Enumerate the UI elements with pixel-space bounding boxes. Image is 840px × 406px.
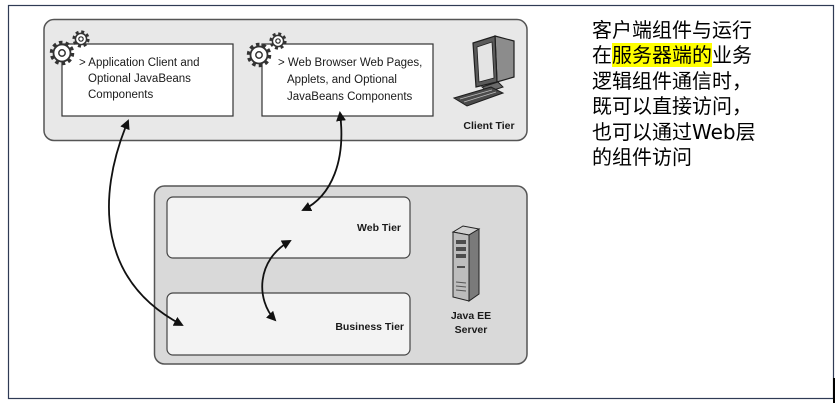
server-label-line-1: Java EE — [451, 310, 491, 322]
server-vent — [455, 281, 467, 284]
server-slot — [457, 266, 465, 268]
arrow-application-client-business-tier — [108, 119, 184, 326]
monitor-screen — [476, 41, 495, 83]
note-line: 客户端组件与运行 — [592, 18, 822, 43]
application-client-line-3: Components — [88, 89, 153, 101]
note-line: 在服务器端的业务 — [592, 43, 822, 68]
gear-icon — [246, 42, 272, 68]
note-line-text: 业务 — [712, 43, 752, 68]
web-browser-component: > Web Browser Web Pages, Applets, and Op… — [261, 43, 434, 117]
note-line-text: 在 — [592, 43, 612, 68]
server-tower-icon — [451, 225, 481, 302]
gear-icon — [269, 32, 287, 50]
java-ee-server: Web Tier Business Tier Java EE Server — [153, 185, 528, 365]
server-drive-bay — [456, 240, 466, 244]
web-browser-line-3: JavaBeans Components — [287, 91, 413, 103]
note-line: 既可以直接访问， — [592, 94, 822, 119]
desktop-computer-icon — [452, 35, 515, 107]
note-line: 也可以通过Web层 — [592, 120, 822, 145]
application-client-line-2: Optional JavaBeans — [88, 73, 191, 85]
note-line: 的组件访问 — [592, 145, 822, 170]
application-client-component: > Application Client and Optional JavaBe… — [61, 43, 234, 117]
arrow-web-browser-web-tier — [301, 111, 346, 212]
note-line-text: 既可以直接访问， — [592, 94, 752, 119]
application-client-line-1: > Application Client and — [79, 57, 200, 69]
note-line-text: 的组件访问 — [592, 145, 692, 170]
web-tier-label: Web Tier — [357, 222, 401, 234]
web-browser-box — [261, 43, 434, 117]
keyboard-keys — [463, 91, 497, 103]
server-label-line-2: Server — [455, 324, 488, 336]
server-vent — [455, 285, 467, 288]
client-tier: > Application Client and Optional JavaBe… — [43, 18, 528, 142]
arrow-web-tier-business-tier — [261, 240, 292, 322]
server-side — [468, 228, 480, 302]
note-line-text: 逻辑组件通信时， — [592, 68, 752, 93]
client-tier-label: Client Tier — [463, 120, 514, 132]
note-highlight: 服务器端的 — [612, 43, 712, 68]
keyboard-keys — [459, 89, 493, 100]
note-text: 客户端组件与运行 在服务器端的业务 逻辑组件通信时， 既可以直接访问， 也可以通… — [592, 18, 822, 170]
note-line-text: 客户端组件与运行 — [592, 18, 752, 42]
application-client-box — [61, 43, 234, 117]
server-vent — [455, 289, 467, 292]
business-tier-label: Business Tier — [335, 321, 404, 333]
business-tier: Business Tier — [166, 292, 411, 356]
web-browser-line-1: > Web Browser Web Pages, — [278, 57, 422, 69]
server-drive-bay — [456, 254, 466, 258]
gear-icon — [72, 30, 90, 48]
slide-frame — [7, 4, 835, 400]
server-drive-bay — [456, 247, 466, 251]
note-line-text: 也可以通过Web层 — [592, 119, 756, 144]
web-tier: Web Tier — [166, 196, 411, 259]
gear-icon — [49, 40, 75, 66]
note-line: 逻辑组件通信时， — [592, 69, 822, 94]
monitor-side — [494, 35, 515, 83]
web-browser-line-2: Applets, and Optional — [287, 74, 397, 86]
